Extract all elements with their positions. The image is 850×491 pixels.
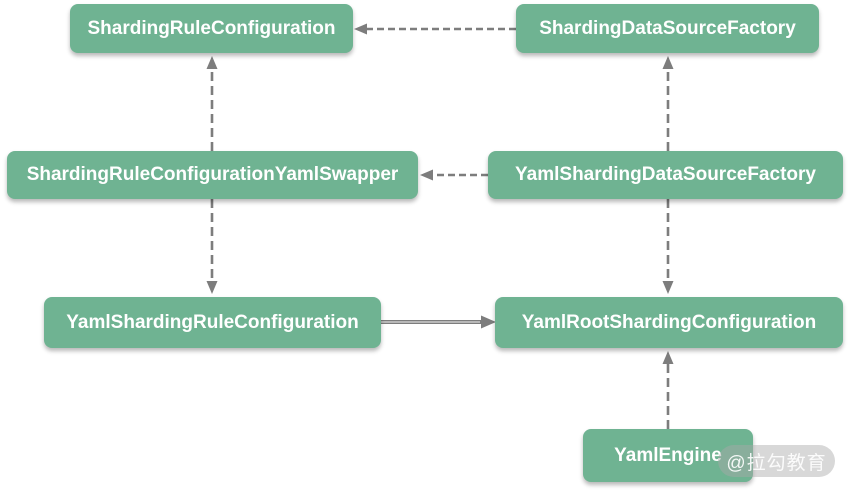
edge-yamlengine-to-yamlrootshardingconfiguration (662, 351, 674, 429)
node-yaml-sharding-rule-configuration: YamlShardingRuleConfiguration (44, 297, 381, 348)
node-label: ShardingDataSourceFactory (539, 17, 796, 39)
edge-swapper-to-yamlshardingruleconfiguration (206, 199, 218, 294)
edge-swapper-to-shardingruleconfiguration (206, 56, 218, 151)
node-sharding-data-source-factory: ShardingDataSourceFactory (516, 4, 819, 53)
edge-yamlshardingruleconfiguration-to-yamlrootshardingconfiguration (381, 315, 496, 329)
node-yaml-sharding-data-source-factory: YamlShardingDataSourceFactory (488, 151, 843, 199)
node-label: YamlRootShardingConfiguration (521, 311, 817, 333)
edge-yamlshardingdatasourcefactory-to-swapper (420, 169, 488, 181)
node-sharding-rule-configuration-yaml-swapper: ShardingRuleConfigurationYamlSwapper (7, 151, 418, 199)
node-yaml-engine: YamlEngine (583, 429, 753, 482)
edge-yamlshardingdatasourcefactory-to-yamlrootshardingconfiguration (662, 199, 674, 294)
edge-yamlshardingdatasourcefactory-to-shardingdatasourcefactory (662, 56, 674, 151)
node-sharding-rule-configuration: ShardingRuleConfiguration (70, 4, 353, 53)
node-label: YamlShardingRuleConfiguration (66, 311, 359, 333)
edge-shardingdatasourcefactory-to-shardingruleconfiguration (354, 23, 516, 35)
node-label: ShardingRuleConfigurationYamlSwapper (26, 164, 399, 185)
watermark-text: @拉勾教育 (726, 452, 827, 474)
node-label: ShardingRuleConfiguration (87, 17, 336, 39)
node-label: YamlEngine (614, 444, 722, 466)
node-yaml-root-sharding-configuration: YamlRootShardingConfiguration (495, 297, 843, 348)
watermark-badge: @拉勾教育 (718, 445, 835, 477)
node-label: YamlShardingDataSourceFactory (515, 164, 816, 185)
